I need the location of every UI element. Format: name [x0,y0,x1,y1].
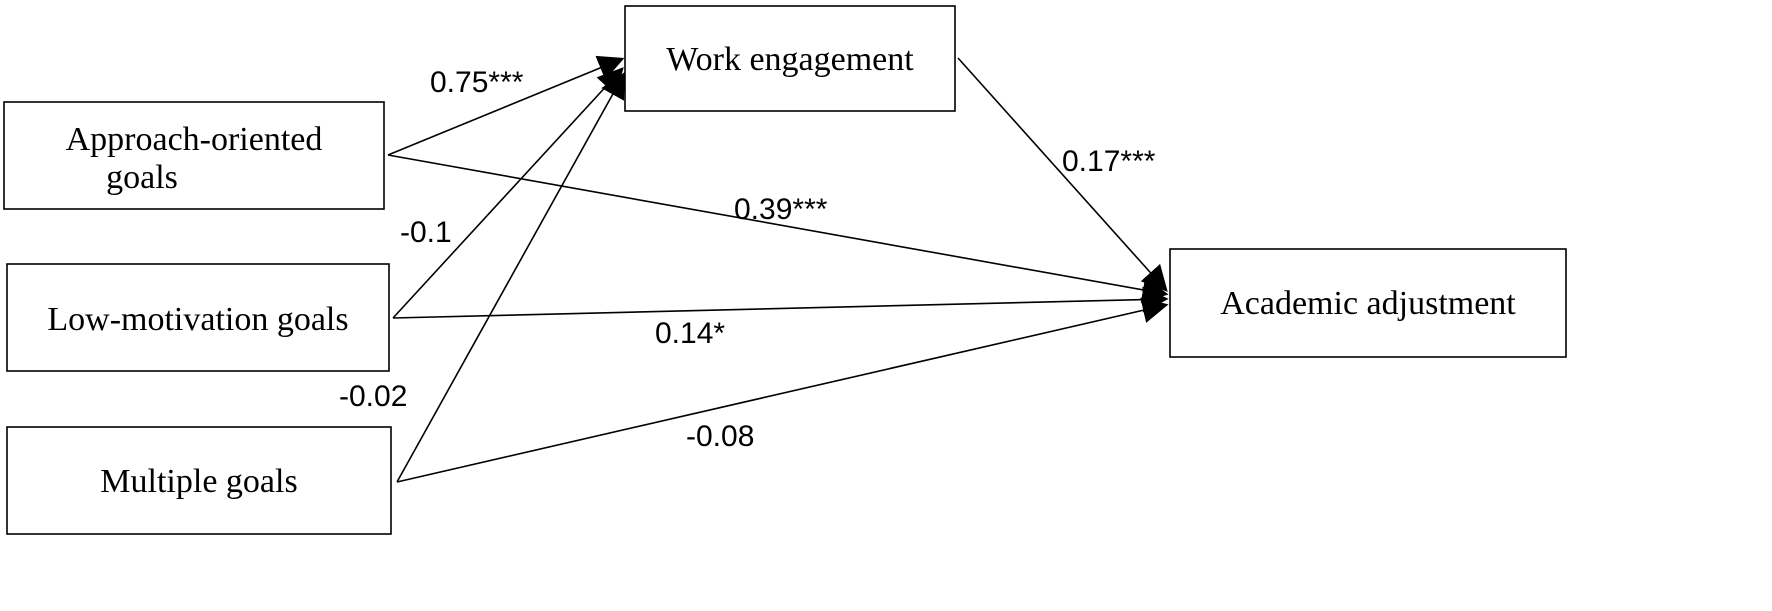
multiple-goals-label: Multiple goals [100,463,297,500]
approach-label-line1: Approach-oriented [66,121,323,158]
node-multiple-goals: Multiple goals [6,426,392,535]
coef-work-to-academic: 0.17*** [1062,145,1156,178]
arrow-multiple-to-academic [396,297,1169,483]
arrow-multiple-to-work [396,71,626,483]
coef-multiple-to-work: -0.02 [339,380,407,413]
node-work-engagement: Work engagement [624,5,956,112]
coef-multiple-to-academic: -0.08 [686,420,754,453]
node-low-motivation-goals: Low-motivation goals [6,263,390,372]
coef-low-to-academic: 0.14* [655,317,725,350]
arrow-approach-to-academic [387,154,1169,303]
node-academic-adjustment: Academic adjustment [1169,248,1567,358]
node-approach-oriented-goals: Approach-oriented goals [3,101,385,210]
arrow-low-to-work [392,67,624,319]
academic-adjustment-label: Academic adjustment [1220,285,1516,322]
arrow-approach-to-work [387,55,625,156]
coef-approach-to-work: 0.75*** [430,66,524,99]
approach-label-line2: goals [106,159,178,196]
low-motivation-label: Low-motivation goals [47,301,348,338]
arrow-low-to-academic [392,286,1169,319]
coef-approach-to-academic: 0.39*** [734,193,828,226]
coef-low-to-work: -0.1 [400,216,452,249]
work-engagement-label: Work engagement [666,41,914,78]
arrow-work-to-academic [957,57,1168,292]
